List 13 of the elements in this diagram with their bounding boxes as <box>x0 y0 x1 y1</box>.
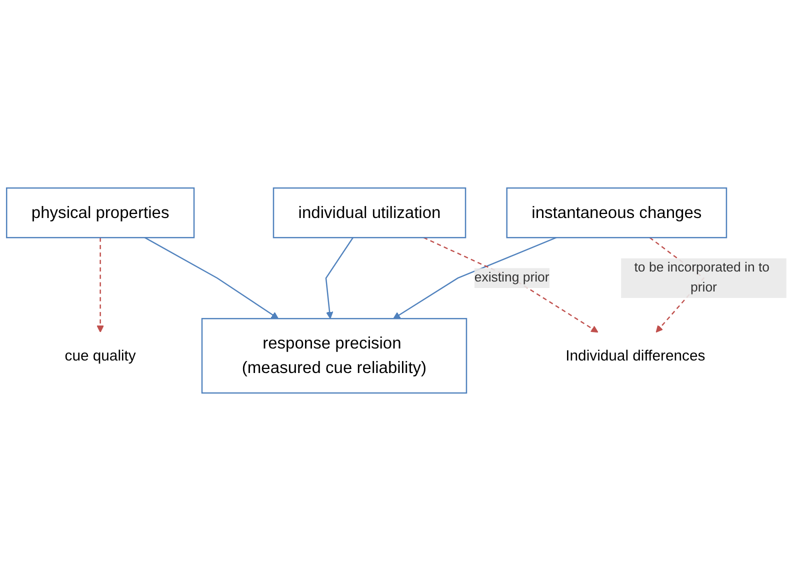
arrow <box>325 237 354 319</box>
node-box: individual utilization <box>272 187 466 238</box>
node-text: Individual differences <box>566 347 706 364</box>
node-box: instantaneous changes <box>506 187 728 238</box>
edge-label: existing prior <box>474 270 550 285</box>
arrow <box>144 237 279 319</box>
node-box: response precision (measured cue reliability) <box>201 318 468 394</box>
arrow <box>423 237 598 333</box>
node-text: cue quality <box>64 347 136 364</box>
edge-label: to be incorporated in to prior <box>634 260 770 295</box>
arrow <box>96 238 104 333</box>
arrow <box>393 237 557 319</box>
node-box: physical properties <box>6 187 195 238</box>
